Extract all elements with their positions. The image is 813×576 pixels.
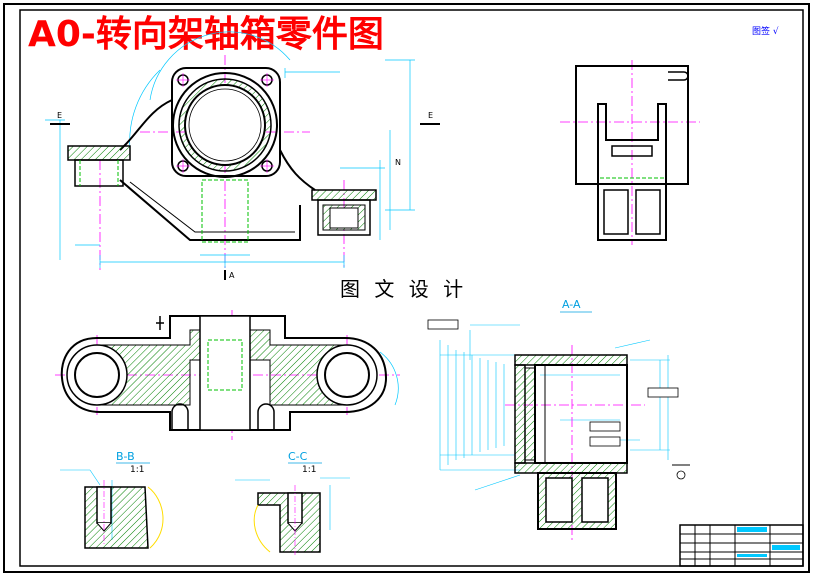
- front-view-dimensions: [45, 31, 415, 268]
- outer-frame: [3, 3, 810, 573]
- side-view-base: [597, 183, 667, 241]
- section-bb-scale: 1:1: [130, 465, 144, 475]
- bearing-bore-outer: [172, 72, 278, 178]
- section-bb-label: B-B: [116, 450, 135, 463]
- plan-view: [55, 310, 400, 440]
- left-pin-bore: [74, 352, 120, 398]
- marker-e-right: E: [428, 111, 433, 120]
- title-block: [679, 524, 804, 567]
- section-bb: B-B 1:1: [60, 450, 164, 549]
- left-spring-seat-body: [74, 159, 124, 187]
- bearing-bore-chamfer: [188, 88, 262, 162]
- section-aa-label: A-A: [562, 298, 581, 311]
- right-spring-seat-cap: [311, 189, 377, 201]
- drawing-title: A0-转向架轴箱零件图: [28, 14, 384, 55]
- lower-arm-inner: [129, 181, 295, 233]
- left-arm-upper: [119, 99, 173, 151]
- section-aa-bottom-wall: [514, 462, 628, 474]
- section-cc-label: C-C: [288, 450, 308, 463]
- section-aa: A-A: [427, 298, 690, 540]
- section-aa-dimensions: [439, 324, 670, 491]
- marker-e-left: E: [57, 111, 62, 120]
- section-bb-body: [84, 486, 149, 549]
- lower-arm: [119, 179, 301, 241]
- marker-n: N: [395, 158, 401, 167]
- section-cc-scale: 1:1: [302, 465, 316, 475]
- front-view: E E A N: [45, 31, 440, 280]
- bearing-bore-inner: [184, 84, 266, 166]
- section-cc: C-C 1:1: [235, 450, 350, 555]
- inner-frame: [19, 9, 804, 567]
- right-spring-seat-body: [317, 199, 371, 236]
- right-pin-bore: [324, 352, 370, 398]
- section-aa-bore: [534, 364, 628, 464]
- left-spring-seat-cap: [67, 145, 131, 161]
- tolerance-frames: [427, 319, 679, 447]
- plan-view-outline: [60, 315, 388, 431]
- section-aa-top-wall: [514, 354, 628, 366]
- right-arm-upper: [279, 149, 316, 191]
- watermark-text: 图 文 设 计: [340, 277, 467, 301]
- marker-a: A: [229, 271, 235, 280]
- side-view: [560, 60, 700, 245]
- approval-stamp: 图签 √: [752, 25, 779, 37]
- bolt-hole-centers: [176, 73, 274, 173]
